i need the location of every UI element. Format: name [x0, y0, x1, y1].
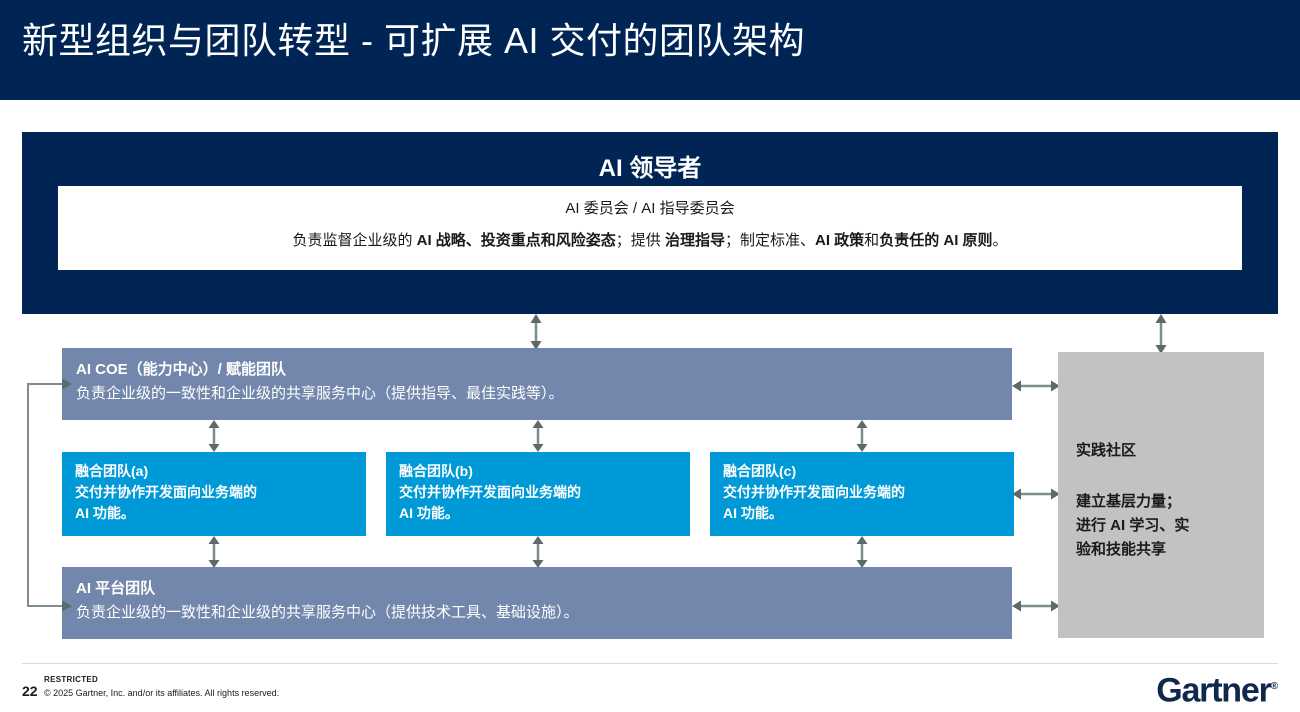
footer-divider — [22, 663, 1278, 664]
plain-text: 。 — [992, 232, 1008, 249]
gartner-logo-text: Gartner — [1156, 671, 1272, 710]
ai-platform-team-box: AI 平台团队 负责企业级的一致性和企业级的共享服务中心（提供技术工具、基础设施… — [62, 567, 1012, 639]
ai-leaders-heading: AI 领导者 — [598, 155, 702, 182]
connector-fusion-b-to-platform — [532, 536, 544, 568]
community-of-practice-desc-line1: 建立基层力量； — [1076, 493, 1182, 510]
gartner-logo: Gartner® — [1156, 668, 1278, 709]
fusion-team-b-title: 融合团队(b) — [399, 463, 473, 479]
connector-leaders-to-coe — [530, 314, 542, 350]
fusion-team-b-box: 融合团队(b) 交付并协作开发面向业务端的 AI 功能。 — [386, 452, 690, 536]
connector-coe-to-community — [1012, 380, 1060, 392]
ai-committee-card: AI 委员会 / AI 指导委员会 负责监督企业级的 AI 战略、投资重点和风险… — [58, 186, 1242, 270]
community-of-practice-title: 实践社区 — [1076, 442, 1137, 459]
fusion-team-b-desc-line1: 交付并协作开发面向业务端的 — [399, 484, 581, 500]
copyright-notice: © 2025 Gartner, Inc. and/or its affiliat… — [44, 688, 280, 698]
emphasis-text: 负责任的 AI 原则 — [879, 232, 993, 249]
connector-platform-to-community — [1012, 600, 1060, 612]
ai-committee-description: 负责监督企业级的 AI 战略、投资重点和风险姿态；提供 治理指导；制定标准、AI… — [74, 230, 1226, 252]
fusion-team-b-desc-line2: AI 功能。 — [399, 505, 459, 521]
fusion-team-c-desc-line1: 交付并协作开发面向业务端的 — [723, 484, 905, 500]
plain-text: ；提供 — [615, 232, 665, 249]
restricted-label: RESTRICTED — [44, 675, 99, 684]
fusion-team-a-desc-line1: 交付并协作开发面向业务端的 — [75, 484, 257, 500]
ai-committee-label: AI 委员会 / AI 指导委员会 — [565, 200, 735, 217]
community-of-practice-desc-line3: 验和技能共享 — [1076, 541, 1167, 558]
emphasis-text: AI 政策 — [815, 232, 865, 249]
community-of-practice-description: 建立基层力量； 进行 AI 学习、实 验和技能共享 — [1076, 490, 1246, 562]
ai-leaders-panel: AI 领导者 AI 委员会 / AI 指导委员会 负责监督企业级的 AI 战略、… — [22, 132, 1278, 314]
ai-coe-description: 负责企业级的一致性和企业级的共享服务中心（提供指导、最佳实践等）。 — [76, 385, 564, 402]
connector-coe-to-fusion-a — [208, 420, 220, 452]
fusion-team-a-desc-line2: AI 功能。 — [75, 505, 135, 521]
title-banner: 新型组织与团队转型 - 可扩展 AI 交付的团队架构 — [0, 0, 1300, 100]
ai-platform-team-title: AI 平台团队 — [76, 580, 156, 597]
community-of-practice-desc-line2: 进行 AI 学习、实 — [1076, 517, 1190, 534]
connector-fusion-c-to-platform — [856, 536, 868, 568]
connector-coe-to-fusion-c — [856, 420, 868, 452]
page-number: 22 — [22, 683, 38, 699]
connector-fusion-a-to-platform — [208, 536, 220, 568]
registered-mark-icon: ® — [1270, 681, 1278, 692]
connector-leaders-to-community — [1155, 314, 1167, 354]
fusion-team-c-title: 融合团队(c) — [723, 463, 797, 479]
community-of-practice-box: 实践社区 建立基层力量； 进行 AI 学习、实 验和技能共享 — [1058, 352, 1264, 638]
plain-text: 负责监督企业级的 — [292, 232, 417, 249]
plain-text: 和 — [864, 232, 880, 249]
connector-coe-to-fusion-b — [532, 420, 544, 452]
connector-platform-to-coe-bracket — [27, 378, 72, 612]
fusion-team-c-desc-line2: AI 功能。 — [723, 505, 783, 521]
ai-platform-team-description: 负责企业级的一致性和企业级的共享服务中心（提供技术工具、基础设施）。 — [76, 604, 579, 621]
emphasis-text: AI 战略、投资重点和风险姿态 — [416, 232, 616, 249]
connector-fusion-to-community — [1012, 488, 1060, 500]
fusion-team-a-title: 融合团队(a) — [75, 463, 149, 479]
fusion-team-c-box: 融合团队(c) 交付并协作开发面向业务端的 AI 功能。 — [710, 452, 1014, 536]
plain-text: ；制定标准、 — [724, 232, 815, 249]
ai-coe-title: AI COE（能力中心）/ 赋能团队 — [76, 361, 287, 378]
page-title: 新型组织与团队转型 - 可扩展 AI 交付的团队架构 — [22, 20, 806, 61]
emphasis-text: 治理指导 — [664, 232, 725, 249]
fusion-team-a-box: 融合团队(a) 交付并协作开发面向业务端的 AI 功能。 — [62, 452, 366, 536]
ai-coe-box: AI COE（能力中心）/ 赋能团队 负责企业级的一致性和企业级的共享服务中心（… — [62, 348, 1012, 420]
